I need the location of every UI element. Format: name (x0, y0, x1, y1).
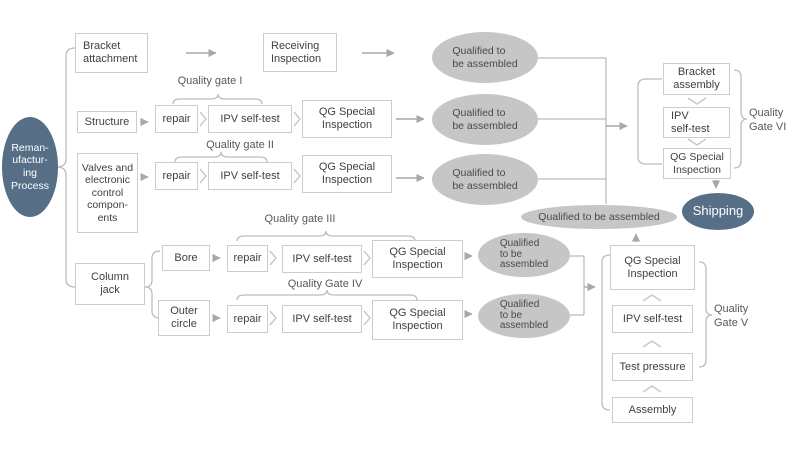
repair-box-valves: repair (155, 162, 198, 190)
quality-gate-6-label: Quality Gate VI (749, 107, 787, 133)
assembly-box: Assembly (612, 397, 693, 423)
qualified-node-pressure: Qualified to be assembled (521, 205, 677, 229)
bracket-assembly-box: Bracket assembly (663, 63, 730, 95)
quality-gate-2-label: Quality gate II (206, 139, 274, 152)
bore-box: Bore (162, 245, 210, 271)
ipv-self-test-box-final: IPV self-test (663, 107, 730, 138)
qualified-node-bore: Qualified to be assembled (478, 233, 570, 277)
qg-special-inspection-box-bore: QG Special Inspection (372, 240, 463, 278)
chevron-connectors (199, 97, 707, 393)
ipv-self-test-box-structure: IPV self-test (208, 105, 292, 133)
qualified-node-structure: Qualified to be assembled (432, 94, 538, 145)
remanufacturing-process-node: Reman- ufactur- ing Process (2, 117, 58, 217)
ipv-self-test-box-valves: IPV self-test (208, 162, 292, 190)
quality-gate-5-label: Quality Gate V (714, 303, 749, 329)
repair-box-structure: repair (155, 105, 198, 133)
repair-box-outer: repair (227, 305, 268, 333)
collector-brackets (601, 78, 662, 411)
brace-shapes (56, 47, 748, 368)
structure-box: Structure (77, 111, 137, 133)
qualified-node-valves: Qualified to be assembled (432, 154, 538, 205)
qg-special-inspection-box-pressure: QG Special Inspection (610, 245, 695, 290)
ipv-self-test-box-bore: IPV self-test (282, 245, 362, 273)
qg-special-inspection-box-valves: QG Special Inspection (302, 155, 392, 193)
column-jack-box: Column jack (75, 263, 145, 305)
qg-special-inspection-box-final: QG Special Inspection (663, 148, 731, 179)
qg-special-inspection-box-structure: QG Special Inspection (302, 100, 392, 138)
junction-lines (538, 57, 607, 316)
quality-gate-1-label: Quality gate I (177, 75, 243, 88)
ipv-self-test-box-pressure: IPV self-test (612, 305, 693, 333)
test-pressure-box: Test pressure (612, 353, 693, 381)
quality-gate-3-label: Quality gate III (264, 213, 336, 226)
quality-gate-4-label: Quality Gate IV (287, 278, 363, 291)
shipping-node: Shipping (682, 193, 754, 230)
qualified-node-outer: Qualified to be assembled (478, 294, 570, 338)
qualified-node-bracket: Qualified to be assembled (432, 32, 538, 83)
valves-box: Valves and electronic control compon- en… (77, 153, 138, 233)
repair-box-bore: repair (227, 245, 268, 272)
ipv-self-test-box-outer: IPV self-test (282, 305, 362, 333)
outer-circle-box: Outer circle (158, 300, 210, 336)
bracket-attachment-box: Bracket attachment (75, 33, 148, 73)
receiving-inspection-box: Receiving Inspection (263, 33, 337, 72)
qg-special-inspection-box-outer: QG Special Inspection (372, 300, 463, 340)
flow-arrows (140, 48, 721, 323)
